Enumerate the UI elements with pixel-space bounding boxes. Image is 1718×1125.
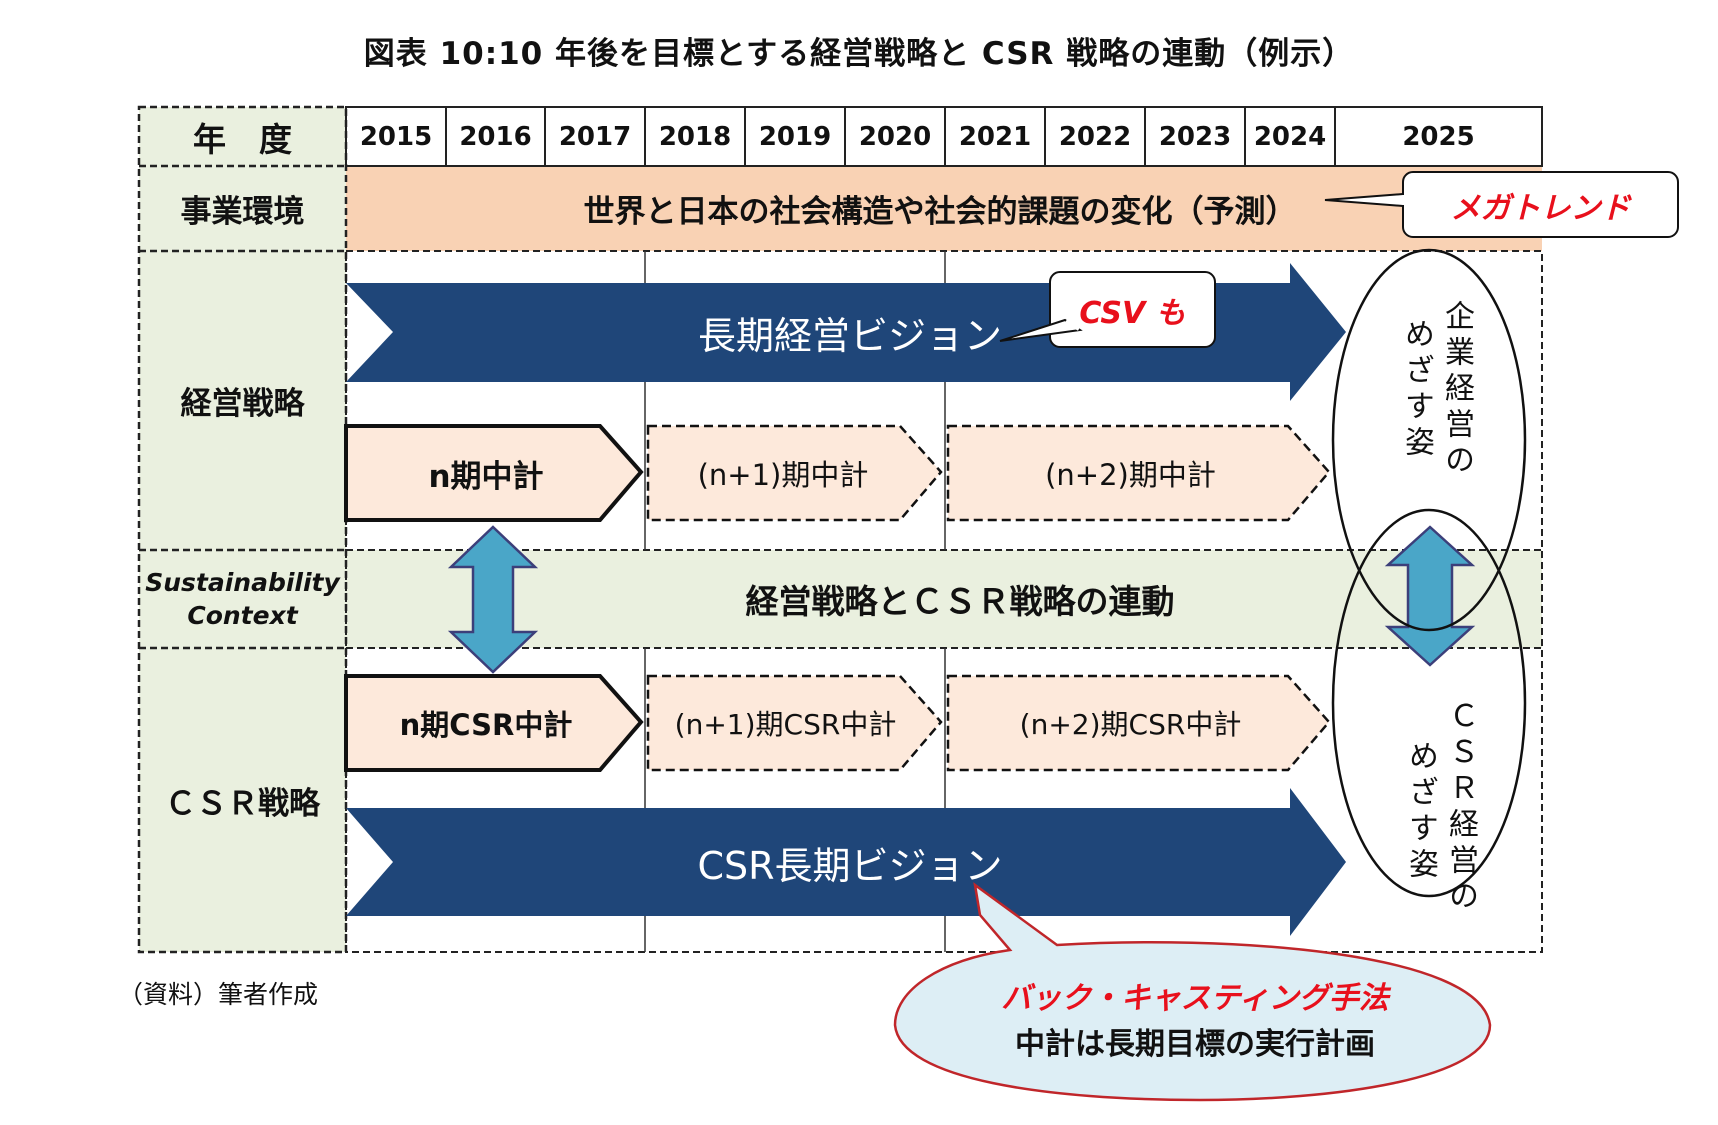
mid-plan-n2-chevron bbox=[946, 424, 1331, 522]
goal-bottom-text-col1: ＣＳＲ経営の bbox=[1443, 700, 1478, 916]
csr-mid-plan-n-chevron bbox=[344, 674, 644, 772]
label-column-bg bbox=[139, 107, 346, 952]
row-label-csr: ＣＳＲ戦略 bbox=[165, 785, 320, 822]
source-note: （資料）筆者作成 bbox=[118, 980, 319, 1009]
backcasting-text: 中計は長期目標の実行計画 bbox=[1015, 1027, 1375, 1062]
year-cell: 2020 bbox=[858, 121, 932, 152]
year-cell: 2023 bbox=[1158, 121, 1232, 152]
mid-plan-n-label: n期中計 bbox=[428, 458, 544, 495]
linkage-double-arrow-right bbox=[1384, 525, 1476, 667]
mid-plan-n1-chevron bbox=[646, 424, 943, 522]
goal-top-text-col2: めざす姿 bbox=[1399, 318, 1434, 462]
mid-plan-n-chevron bbox=[344, 424, 644, 522]
year-cell: 2024 bbox=[1253, 121, 1327, 152]
year-cell: 2021 bbox=[958, 121, 1032, 152]
year-cell: 2025 bbox=[1402, 121, 1475, 152]
csr-mid-plan-n2-label: (n+2)期CSR中計 bbox=[1019, 708, 1242, 741]
row-label-sustainability: Sustainability Context bbox=[139, 550, 346, 648]
backcasting-title: バック・キャスティング手法 bbox=[1001, 981, 1389, 1016]
year-cell: 2018 bbox=[658, 121, 732, 152]
year-cell: 2015 bbox=[359, 121, 433, 152]
mid-plan-n1-label: (n+1)期中計 bbox=[697, 458, 869, 492]
figure-title: 図表 10:10 年後を目標とする経営戦略と CSR 戦略の連動（例示） bbox=[363, 36, 1355, 72]
long-term-vision-label: 長期経営ビジョン bbox=[697, 314, 1002, 358]
mid-plan-n2-label: (n+2)期中計 bbox=[1045, 458, 1216, 492]
row-label-business-env: 事業環境 bbox=[180, 194, 305, 230]
row-label-management: 経営戦略 bbox=[180, 386, 305, 422]
backcasting-bubble bbox=[893, 882, 1492, 1102]
row-label-sustainability-line2: Context bbox=[187, 601, 298, 630]
business-env-text: 世界と日本の社会構造や社会的課題の変化（予測） bbox=[583, 194, 1297, 230]
linkage-text: 経営戦略とＣＳＲ戦略の連動 bbox=[745, 582, 1175, 621]
row-label-sustainability-line1: Sustainability bbox=[145, 568, 340, 597]
year-cell: 2017 bbox=[558, 121, 632, 152]
goal-ellipse-bottom bbox=[1331, 508, 1527, 898]
sustainability-band bbox=[346, 550, 1542, 648]
csr-long-term-vision-label: CSR長期ビジョン bbox=[697, 843, 1003, 888]
csr-mid-plan-n2-chevron bbox=[946, 674, 1331, 772]
csv-callout-label: CSV も bbox=[1079, 295, 1186, 331]
csr-mid-plan-n-label: n期CSR中計 bbox=[399, 708, 573, 742]
year-cell: 2019 bbox=[758, 121, 832, 152]
goal-ellipse-top bbox=[1331, 248, 1527, 632]
csr-mid-plan-n1-chevron bbox=[646, 674, 943, 772]
business-env-band bbox=[346, 166, 1542, 251]
goal-top-text-col1: 企業経営の bbox=[1439, 300, 1474, 480]
linkage-double-arrow-left bbox=[447, 525, 539, 674]
csr-long-term-vision-arrow bbox=[346, 788, 1346, 936]
year-cell: 2022 bbox=[1058, 121, 1132, 152]
csr-mid-plan-n1-label: (n+1)期CSR中計 bbox=[674, 708, 897, 741]
row-label-year: 年 度 bbox=[193, 119, 292, 159]
goal-bottom-text-col2: めざす姿 bbox=[1403, 740, 1438, 884]
year-cell: 2016 bbox=[459, 121, 532, 152]
megatrend-label: メガトレンド bbox=[1450, 190, 1631, 226]
csv-callout-box bbox=[1049, 271, 1216, 348]
